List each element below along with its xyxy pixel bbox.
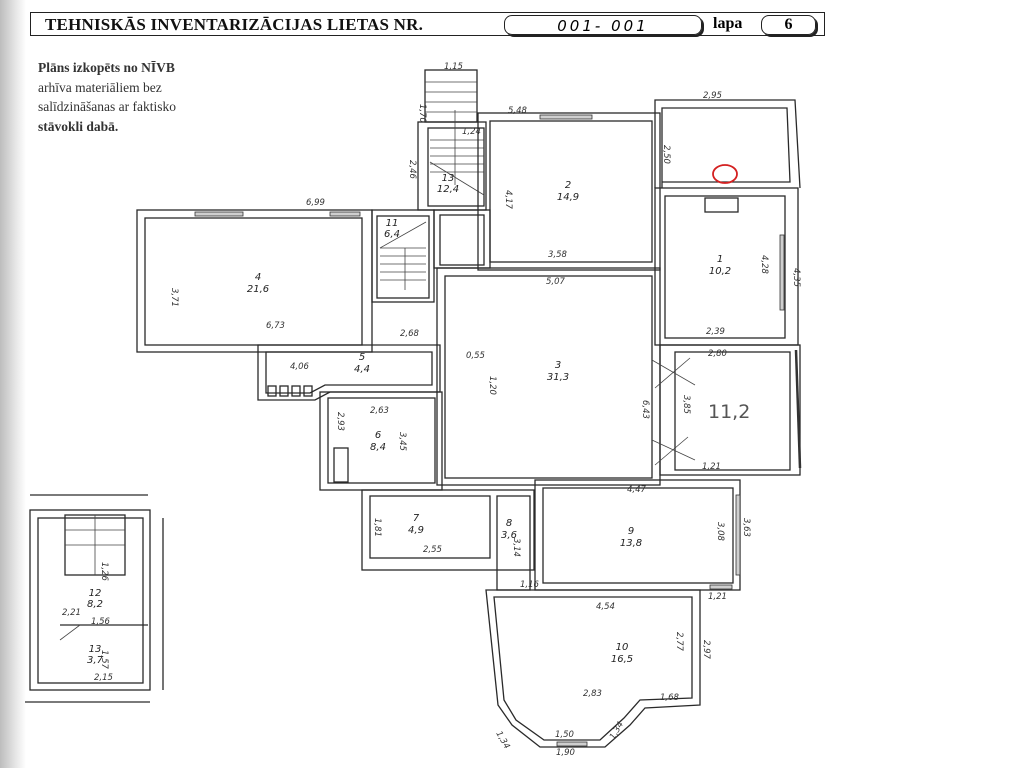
dimension: 2,50 bbox=[661, 145, 671, 164]
dimension: 2,93 bbox=[335, 412, 345, 431]
dimension: 1,16 bbox=[520, 580, 540, 590]
dimension: 1,21 bbox=[708, 592, 727, 602]
dimension: 6,99 bbox=[306, 198, 325, 208]
dimension: 4,28 bbox=[759, 255, 769, 275]
room-area: 14,9 bbox=[557, 192, 579, 203]
document-header: TEHNISKĀS INVENTARIZĀCIJAS LIETAS NR. 00… bbox=[30, 12, 825, 36]
room-labels: 1 10,2 2 14,9 3 31,3 4 21,6 5 4,4 6 8,4 … bbox=[87, 173, 750, 666]
room-area: 16,5 bbox=[611, 654, 633, 665]
dimension: 3,85 bbox=[681, 395, 691, 414]
dimension: 6,43 bbox=[640, 400, 650, 419]
note-line: stāvokli dabā. bbox=[38, 118, 119, 134]
red-marker-circle bbox=[712, 164, 738, 184]
dimension: 1,68 bbox=[660, 693, 680, 703]
dimension: 2,39 bbox=[706, 327, 725, 337]
dimension: 2,55 bbox=[423, 545, 442, 555]
room-area: 13,8 bbox=[620, 538, 642, 549]
handwritten-area: 11,2 bbox=[708, 401, 750, 423]
dimension: 2,63 bbox=[370, 406, 389, 416]
room-area: 12,4 bbox=[437, 184, 459, 195]
room-number: 4 bbox=[255, 272, 261, 283]
dimension: 3,45 bbox=[397, 432, 407, 451]
dimension: 2,83 bbox=[583, 689, 602, 699]
dimension: 2,95 bbox=[703, 91, 722, 101]
dimension-labels: 1,15 1,70 5,48 2,95 2,50 1,24 2,46 6,99 … bbox=[62, 62, 801, 758]
dimension: 4,06 bbox=[290, 362, 310, 372]
room-number: 12 bbox=[89, 588, 102, 599]
dimension: 1,24 bbox=[462, 127, 481, 137]
dimension: 4,35 bbox=[791, 268, 801, 287]
dimension: 1,20 bbox=[487, 376, 497, 395]
dimension: 1,56 bbox=[91, 617, 111, 627]
room-area: 31,3 bbox=[547, 372, 569, 383]
room-number: 2 bbox=[565, 180, 571, 191]
dimension: 1,26 bbox=[99, 562, 109, 582]
dimension: 4,17 bbox=[503, 190, 513, 210]
room-number: 10 bbox=[616, 642, 629, 653]
room-area: 8,2 bbox=[87, 599, 103, 610]
room-number: 3 bbox=[555, 360, 561, 371]
dimension: 1,70 bbox=[417, 104, 427, 123]
dimension: 1,21 bbox=[702, 462, 721, 472]
page-number: 6 bbox=[761, 15, 816, 35]
dimension: 2,68 bbox=[400, 329, 420, 339]
room-number: 7 bbox=[413, 513, 420, 524]
dimension: 2,97 bbox=[701, 640, 711, 660]
room-number: 13 bbox=[442, 173, 455, 184]
dimension: 3,08 bbox=[715, 522, 725, 542]
room-number: 13 bbox=[89, 644, 102, 655]
note-line: arhīva materiāliem bez bbox=[38, 79, 162, 95]
walls bbox=[25, 69, 802, 748]
room-number: 9 bbox=[628, 526, 634, 537]
dimension: 2,21 bbox=[62, 608, 81, 618]
room-area: 3,6 bbox=[501, 530, 517, 541]
dimension: 1,90 bbox=[556, 748, 575, 758]
dimension: 2,80 bbox=[708, 349, 727, 359]
room-area: 4,9 bbox=[408, 525, 424, 536]
dimension: 1,57 bbox=[99, 650, 109, 670]
dimension: 3,14 bbox=[511, 538, 521, 557]
room-area: 21,6 bbox=[247, 284, 269, 295]
room-number: 11 bbox=[386, 218, 399, 229]
dimension: 3,58 bbox=[548, 250, 568, 260]
room-area: 8,4 bbox=[370, 442, 386, 453]
room-area: 4,4 bbox=[354, 364, 370, 375]
dimension: 5,48 bbox=[508, 106, 528, 116]
dimension: 1,50 bbox=[555, 730, 574, 740]
room-number: 6 bbox=[375, 430, 381, 441]
dimension: 4,54 bbox=[596, 602, 615, 612]
archive-note: Plāns izkopēts no NĪVB arhīva materiālie… bbox=[38, 58, 176, 136]
note-line: Plāns izkopēts no NĪVB bbox=[38, 60, 175, 75]
dimension: 2,15 bbox=[94, 673, 113, 683]
dimension: 1,15 bbox=[444, 62, 463, 72]
room-number: 8 bbox=[506, 518, 512, 529]
scan-shadow bbox=[0, 0, 26, 768]
room-number: 5 bbox=[359, 352, 365, 363]
dimension: 4,47 bbox=[627, 485, 647, 495]
dimension: 5,07 bbox=[546, 277, 566, 287]
dimension: 2,77 bbox=[674, 632, 684, 652]
dimension: 1,81 bbox=[372, 518, 382, 537]
note-line: salīdzināšanas ar faktisko bbox=[38, 99, 176, 114]
dimension: 6,73 bbox=[266, 321, 285, 331]
dimension: 2,46 bbox=[407, 160, 417, 180]
room-area: 6,4 bbox=[384, 229, 400, 240]
dimension: 0,55 bbox=[466, 351, 485, 361]
dimension: 3,71 bbox=[169, 288, 179, 307]
room-number: 1 bbox=[717, 254, 723, 265]
dimension: 3,63 bbox=[741, 518, 751, 537]
page-label: lapa bbox=[713, 15, 743, 32]
case-number: 001- 001 bbox=[504, 15, 702, 35]
header-title: TEHNISKĀS INVENTARIZĀCIJAS LIETAS NR. bbox=[45, 15, 424, 34]
room-area: 3,7 bbox=[87, 655, 104, 666]
room-area: 10,2 bbox=[709, 266, 731, 277]
dimension: 1,34 bbox=[493, 730, 511, 751]
